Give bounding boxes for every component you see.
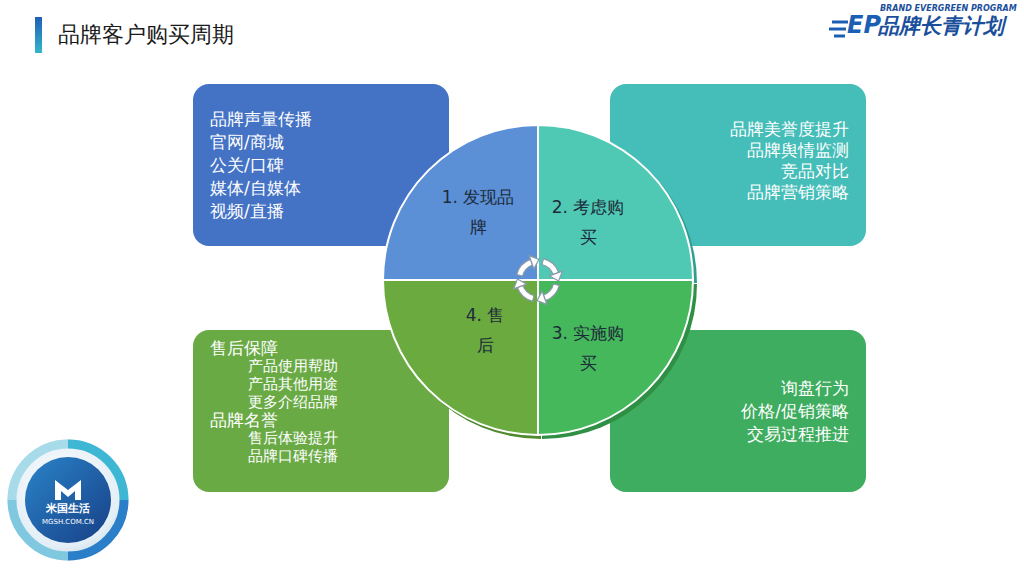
site-logo — [8, 440, 128, 560]
cycle-arrowhead — [529, 256, 539, 269]
title-bar — [35, 17, 42, 53]
slide-title: 品牌客户购买周期 — [58, 20, 234, 50]
box-subitem: 售后体验提升 — [248, 429, 338, 447]
box-item: 品牌名誉 — [210, 411, 278, 429]
stage-label: 3. 实施购买 — [551, 318, 625, 378]
sector-fill — [383, 125, 538, 280]
box-item: 价格/促销策略 — [741, 400, 849, 423]
cycle-arrow — [517, 285, 534, 301]
box-item: 视频/直播 — [210, 200, 284, 223]
box-item: 公关/口碑 — [210, 154, 284, 177]
cycle-arrowhead — [514, 279, 527, 289]
box-item: 品牌营销策略 — [747, 182, 849, 203]
logo-subtitle: BRAND EVERGREEN PROGRAM — [880, 5, 1017, 14]
site-name: 米国生活 — [46, 503, 90, 515]
box-subitem: 更多介绍品牌 — [248, 393, 338, 411]
box-item: 交易过程推进 — [747, 423, 849, 446]
pie-sector: 4. 售后 — [383, 280, 538, 435]
cycle-arrow — [542, 259, 559, 275]
sector-shape — [538, 280, 693, 435]
cycle-arrowhead — [549, 271, 562, 281]
box-subitem: 产品其他用途 — [248, 375, 338, 393]
stage-label: 2. 考虑购买 — [551, 192, 625, 252]
box-subitem: 品牌口碑传播 — [248, 447, 338, 465]
cycle-arrowhead — [537, 291, 547, 304]
site-url: MGSH.COM.CN — [42, 519, 94, 527]
box-item: 售后保障 — [210, 339, 278, 357]
sector-fill — [383, 280, 538, 435]
pie-sector: 2. 考虑购买 — [538, 125, 693, 280]
box-item: 品牌美誉度提升 — [730, 119, 849, 140]
box-subitem: 产品使用帮助 — [248, 357, 338, 375]
stage-label: 4. 售后 — [464, 300, 506, 360]
box-item: 官网/商城 — [210, 131, 284, 154]
box-item: 媒体/自媒体 — [210, 177, 301, 200]
box-item: 品牌声量传播 — [210, 108, 312, 131]
box-item: 询盘行为 — [781, 377, 849, 400]
pie-sector: 3. 实施购买 — [538, 280, 693, 435]
cycle-arrow — [543, 284, 559, 301]
box-item: 竞品对比 — [781, 161, 849, 182]
logo-mark: EP — [847, 12, 881, 38]
logo-name: 品牌长青计划 — [878, 15, 1004, 38]
pie-sector: 1. 发现品牌 — [383, 125, 538, 280]
stage-label: 1. 发现品牌 — [441, 182, 515, 242]
sector-shape — [383, 280, 538, 435]
brand-logo-lines — [829, 22, 848, 36]
box-item: 品牌舆情监测 — [747, 140, 849, 161]
cycle-arrow — [517, 259, 533, 276]
